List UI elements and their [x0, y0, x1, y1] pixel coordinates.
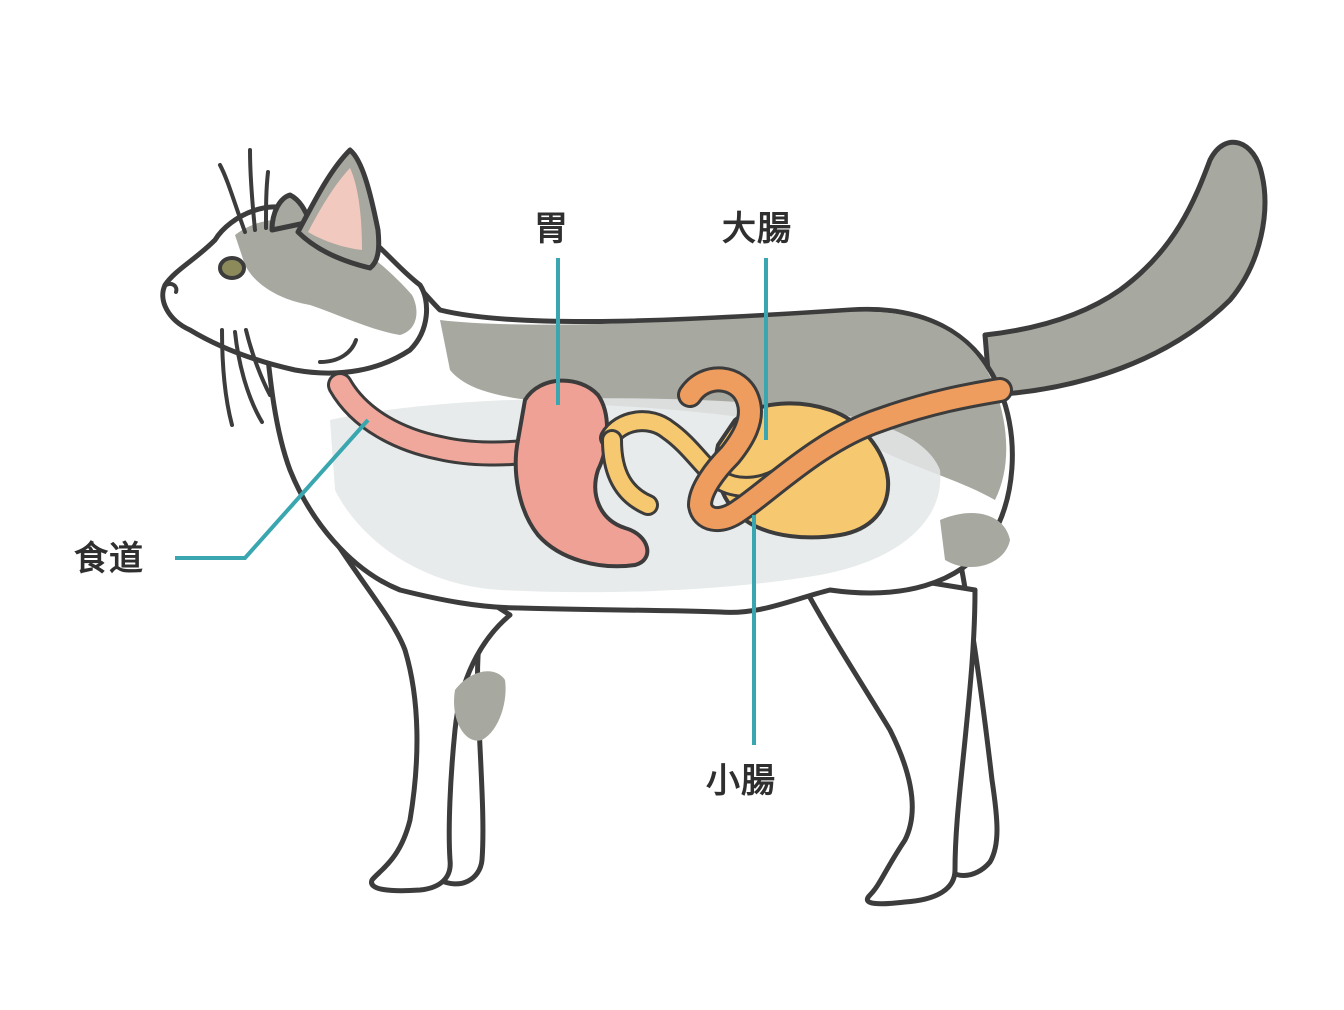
cat-tail — [982, 139, 1268, 398]
cat-nose — [164, 281, 179, 294]
stomach-organ — [513, 378, 650, 569]
stomach-label: 胃 — [534, 209, 569, 249]
large-intestine-label: 大腸 — [722, 209, 792, 249]
cat-front-leg-patch — [454, 671, 506, 741]
cat-back-leg-patch — [940, 512, 1010, 568]
cat-ear-inner — [308, 168, 362, 250]
cat-back-leg-near — [787, 557, 978, 907]
small-intestine-label: 小腸 — [706, 761, 776, 801]
leader-lines — [175, 258, 768, 745]
esophagus-leader-line — [175, 418, 370, 560]
cat-head-fur — [235, 219, 417, 335]
cat-chin-fold — [318, 338, 358, 364]
cat-eye — [218, 256, 246, 280]
esophagus-label: 食道 — [74, 539, 144, 579]
cat-whiskers — [218, 148, 272, 427]
